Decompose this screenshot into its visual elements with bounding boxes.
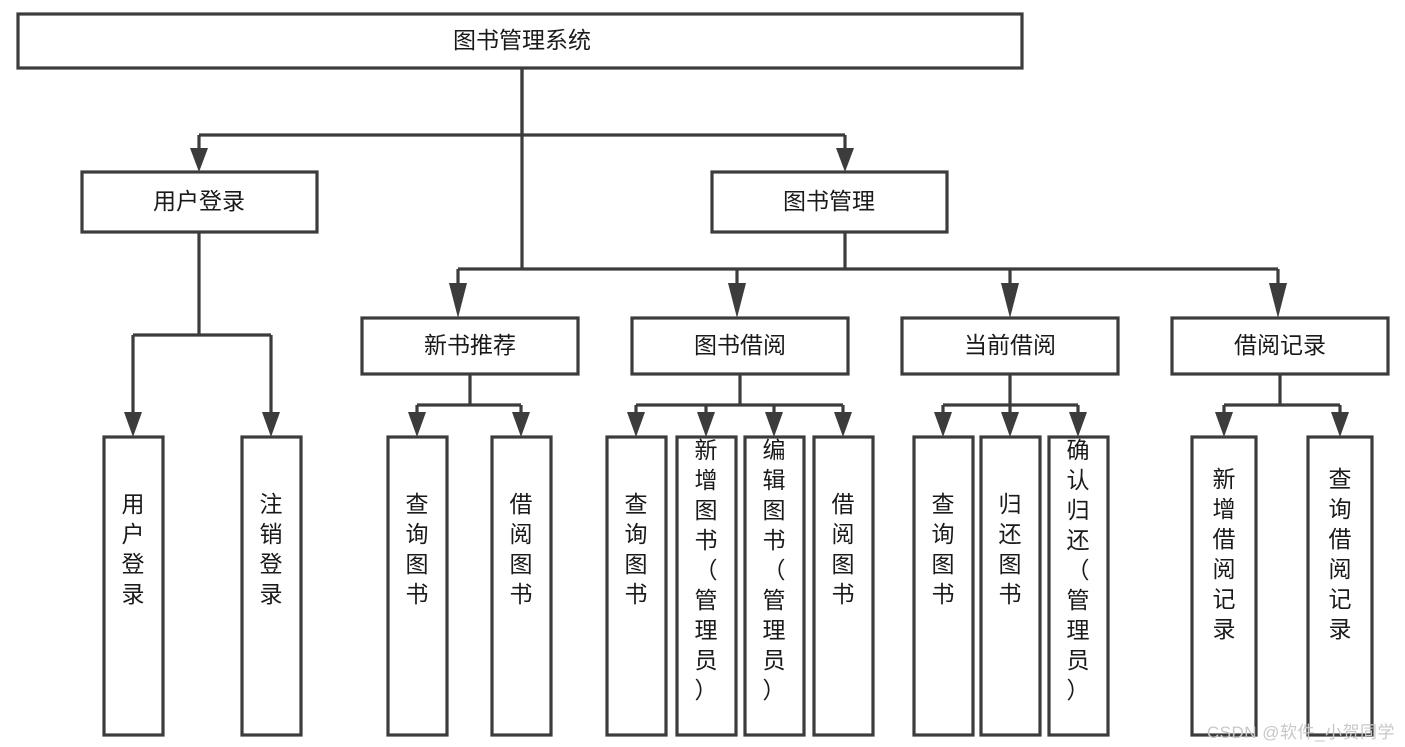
arrow-to-new-book-recommend — [449, 283, 467, 318]
leaf-node-logout[interactable]: 注销登录 — [240, 435, 303, 737]
node-user-login-label: 用户登录 — [153, 188, 245, 214]
arrow-to-book-borrow — [728, 283, 746, 318]
node-new-book-recommend[interactable]: 新书推荐 — [360, 316, 580, 376]
node-book-management[interactable]: 图书管理 — [710, 170, 949, 234]
node-new-book-recommend-box — [360, 316, 580, 376]
node-user-login[interactable]: 用户登录 — [80, 170, 319, 234]
node-current-borrow-box — [900, 316, 1120, 376]
leaf-add-book-box — [675, 435, 738, 737]
leaf-user-login-box — [102, 435, 165, 737]
arrow-leaf-query-book-2 — [627, 412, 645, 437]
leaf-add-book-label: 新增图书（管理员） — [695, 437, 718, 703]
node-user-login-box — [80, 170, 319, 234]
node-borrow-record[interactable]: 借阅记录 — [1170, 316, 1390, 376]
node-new-book-recommend-label: 新书推荐 — [424, 332, 516, 358]
leaf-node-query-record[interactable]: 查询借阅记录 — [1306, 435, 1374, 737]
connector-group-book-borrow — [627, 374, 852, 437]
leaf-node-user-login[interactable]: 用户登录 — [102, 435, 165, 737]
node-book-management-label: 图书管理 — [783, 188, 875, 214]
leaf-query-book-3-label: 查询图书 — [932, 491, 955, 607]
leaf-node-query-book-2[interactable]: 查询图书 — [605, 435, 668, 737]
connector-group-current-borrow — [934, 374, 1087, 437]
leaf-query-book-2-label: 查询图书 — [625, 491, 648, 607]
leaf-confirm-return-label: 确认归还（管理员） — [1067, 437, 1090, 703]
arrow-leaf-user-login — [124, 412, 142, 437]
leaf-query-book-1-box — [386, 435, 449, 737]
leaf-logout-box — [240, 435, 303, 737]
leaf-query-record-box — [1306, 435, 1374, 737]
arrow-leaf-add-book — [697, 412, 715, 437]
leaf-logout-label: 注销登录 — [260, 491, 283, 607]
arrow-leaf-edit-book — [765, 412, 783, 437]
node-root-box — [16, 12, 1024, 70]
leaf-node-add-record[interactable]: 新增借阅记录 — [1190, 435, 1258, 737]
node-book-management-box — [710, 170, 949, 234]
node-root-system[interactable]: 图书管理系统 — [16, 12, 1024, 70]
leaf-borrow-book-2-label: 借阅图书 — [832, 491, 855, 607]
node-borrow-record-label: 借阅记录 — [1234, 332, 1326, 358]
leaf-node-edit-book[interactable]: 编辑图书（管理员） — [743, 435, 806, 737]
arrow-leaf-borrow-book-1 — [512, 412, 530, 437]
leaf-node-borrow-book-1[interactable]: 借阅图书 — [490, 435, 553, 737]
arrow-leaf-query-book-1 — [408, 412, 426, 437]
leaf-node-query-book-1[interactable]: 查询图书 — [386, 435, 449, 737]
arrow-to-book-management — [836, 148, 854, 172]
connector-group-root — [190, 68, 854, 269]
leaf-return-book-box — [979, 435, 1042, 737]
node-borrow-record-box — [1170, 316, 1390, 376]
connector-group-user-login — [124, 232, 280, 437]
leaf-node-query-book-3[interactable]: 查询图书 — [912, 435, 975, 737]
arrow-to-user-login — [190, 148, 208, 172]
node-book-borrow-label: 图书借阅 — [694, 332, 786, 358]
leaf-borrow-book-1-label: 借阅图书 — [510, 491, 533, 607]
arrow-to-current-borrow — [1001, 283, 1019, 318]
leaf-borrow-book-2-box — [812, 435, 875, 737]
leaf-query-record-label: 查询借阅记录 — [1329, 466, 1352, 642]
arrow-leaf-borrow-book-2 — [834, 412, 852, 437]
leaf-query-book-2-box — [605, 435, 668, 737]
arrow-leaf-add-record — [1215, 412, 1233, 437]
leaf-edit-book-box — [743, 435, 806, 737]
leaf-return-book-label: 归还图书 — [999, 491, 1022, 607]
leaf-add-record-box — [1190, 435, 1258, 737]
connector-group-new-book-recommend — [408, 374, 530, 437]
leaf-node-return-book[interactable]: 归还图书 — [979, 435, 1042, 737]
arrow-to-borrow-record — [1269, 283, 1287, 318]
leaf-query-book-3-box — [912, 435, 975, 737]
leaf-node-confirm-return[interactable]: 确认归还（管理员） — [1047, 435, 1110, 737]
arrow-leaf-confirm-return — [1069, 412, 1087, 437]
leaf-add-record-label: 新增借阅记录 — [1213, 466, 1236, 642]
leaf-edit-book-label: 编辑图书（管理员） — [763, 437, 786, 703]
node-current-borrow[interactable]: 当前借阅 — [900, 316, 1120, 376]
connector-group-book-management — [449, 232, 1287, 318]
node-current-borrow-label: 当前借阅 — [964, 332, 1056, 358]
node-root-label: 图书管理系统 — [453, 27, 591, 53]
node-book-borrow-box — [630, 316, 850, 376]
leaf-borrow-book-1-box — [490, 435, 553, 737]
arrow-leaf-return-book — [1001, 412, 1019, 437]
leaf-confirm-return-box — [1047, 435, 1110, 737]
leaf-node-add-book[interactable]: 新增图书（管理员） — [675, 435, 738, 737]
arrow-leaf-query-book-3 — [934, 412, 952, 437]
leaf-user-login-label: 用户登录 — [122, 491, 145, 607]
arrow-leaf-logout — [262, 412, 280, 437]
connector-group-borrow-record — [1215, 374, 1349, 437]
node-book-borrow[interactable]: 图书借阅 — [630, 316, 850, 376]
arrow-leaf-query-record — [1331, 412, 1349, 437]
leaf-node-borrow-book-2[interactable]: 借阅图书 — [812, 435, 875, 737]
leaf-query-book-1-label: 查询图书 — [406, 491, 429, 607]
